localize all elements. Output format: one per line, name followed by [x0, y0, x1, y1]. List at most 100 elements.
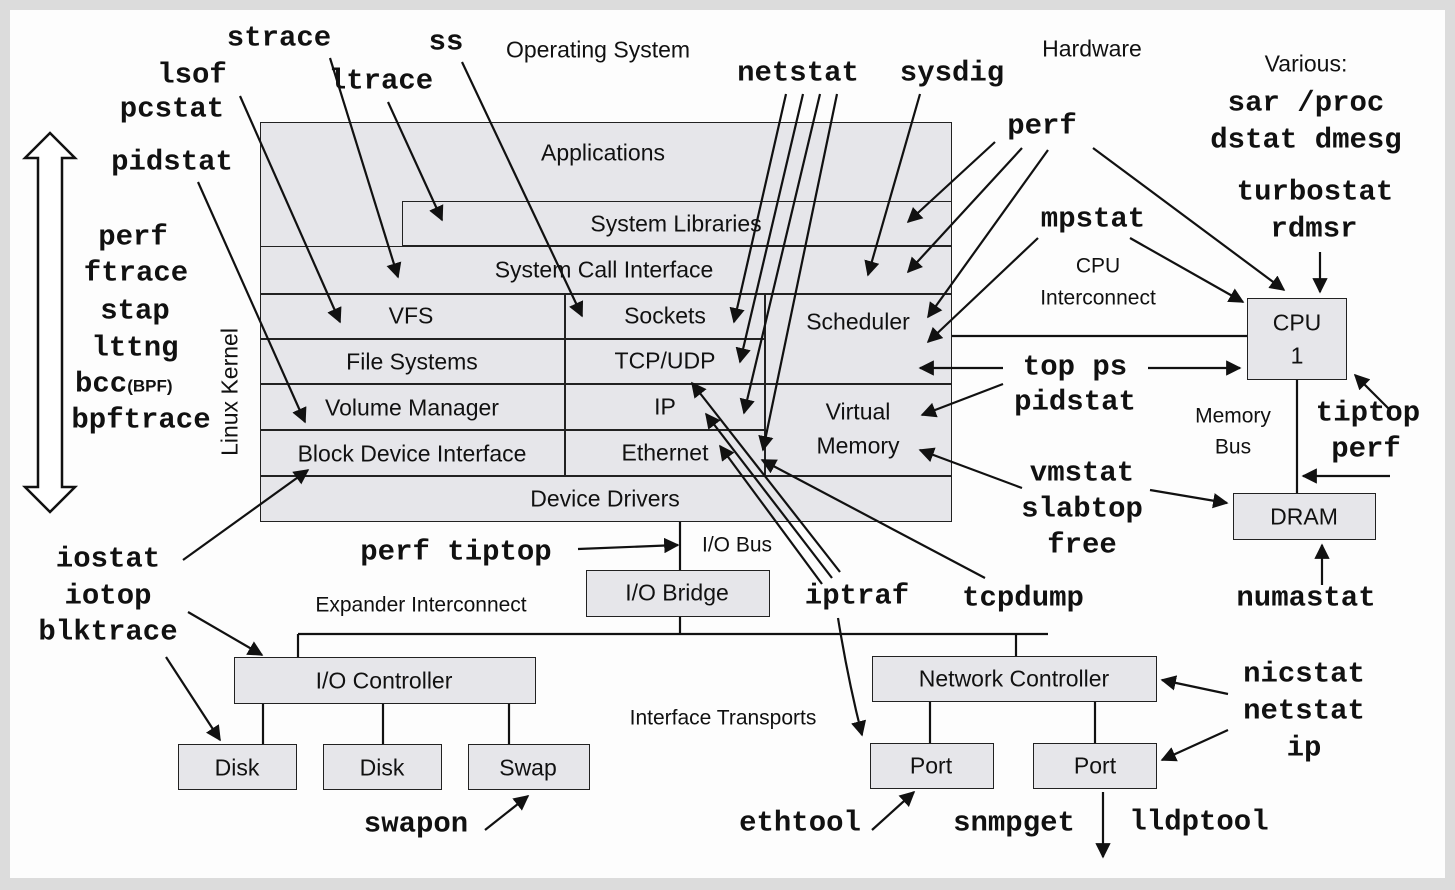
tool-pcstat: pcstat	[119, 92, 225, 126]
tool-perf-right: perf	[1331, 432, 1401, 466]
arrow-lsof-vfs	[238, 95, 342, 324]
arrow-netstat-sockets	[729, 93, 788, 324]
tool-ss: ss	[428, 25, 464, 59]
port-box-2	[1033, 743, 1157, 789]
ethernet-box	[565, 430, 765, 476]
tool-slabtop: slabtop	[1021, 492, 1143, 526]
dram-box	[1233, 493, 1376, 540]
tool-perf-tiptop: perf tiptop	[360, 535, 552, 569]
arrow-perf-cpu	[1092, 147, 1286, 291]
tool-bcc-name: bcc	[75, 367, 128, 401]
tool-ip: ip	[1286, 731, 1322, 765]
os-header: Operating System	[505, 36, 691, 63]
swap-label: Swap	[499, 754, 557, 781]
io-bus-label: I/O Bus	[701, 533, 773, 557]
kernel-span-double-arrow	[21, 131, 79, 514]
tool-ltrace: ltrace	[328, 64, 434, 98]
arrow-netstat-ethernet	[758, 93, 839, 452]
disk-box-1	[178, 744, 297, 790]
system-libraries-label: System Libraries	[590, 210, 762, 237]
device-drivers-label: Device Drivers	[530, 485, 680, 512]
arrow-mpstat-cpu	[1129, 237, 1245, 303]
tool-lldptool: lldptool	[1129, 805, 1269, 839]
file-systems-label: File Systems	[346, 348, 478, 375]
tool-turbostat: turbostat	[1236, 175, 1394, 209]
io-bridge-box	[586, 570, 770, 617]
volume-manager-label: Volume Manager	[325, 394, 499, 421]
arrow-tcpdump-ethernet	[760, 459, 986, 579]
tool-iotop: iotop	[64, 579, 152, 613]
arrow-swapon-swap	[484, 795, 530, 831]
memory-bus-label-2: Bus	[1214, 435, 1252, 459]
tool-sysdig: sysdig	[899, 56, 1005, 90]
arrow-sysdig-syscall	[864, 93, 922, 277]
arrow-ltrace-libraries	[386, 101, 444, 222]
tool-vmstat: vmstat	[1029, 456, 1135, 490]
tool-pidstat-mid: pidstat	[1014, 385, 1136, 419]
arrow-pidstat-vm	[920, 382, 1004, 418]
tool-numastat: numastat	[1236, 581, 1376, 615]
sockets-label: Sockets	[624, 302, 706, 329]
network-controller-label: Network Controller	[918, 665, 1110, 692]
tool-mpstat: mpstat	[1040, 202, 1146, 236]
port-label-2: Port	[1073, 752, 1117, 779]
tool-rdmsr: rdmsr	[1270, 212, 1358, 246]
arrow-netstat-tcpudp	[735, 93, 805, 364]
io-controller-label: I/O Controller	[315, 667, 453, 694]
tool-sar-proc: sar /proc	[1227, 86, 1385, 120]
arrow-iotop-io-controller	[187, 611, 264, 656]
tool-strace: strace	[226, 21, 332, 55]
tool-perf-top: perf	[1007, 109, 1077, 143]
tool-perf-left: perf	[98, 220, 168, 254]
disk-label-2: Disk	[359, 754, 405, 781]
cpu-interconnect-label-2: Interconnect	[1040, 286, 1156, 310]
hardware-header: Hardware	[1042, 35, 1142, 62]
cpu-label-1: CPU	[1272, 309, 1322, 336]
arrow-perf-tiptop-iobus	[577, 537, 680, 554]
io-bridge-label: I/O Bridge	[625, 579, 729, 606]
syscall-label: System Call Interface	[494, 256, 714, 283]
tcp-udp-box	[565, 339, 765, 384]
tool-blktrace: blktrace	[38, 615, 178, 649]
port-label-1: Port	[909, 752, 953, 779]
arrow-netstat-ip	[739, 93, 822, 415]
tool-lsof: lsof	[157, 58, 227, 92]
disk-label-1: Disk	[214, 754, 260, 781]
arrow-nicstat-nc	[1160, 675, 1229, 696]
arrow-vmstat-vm	[918, 447, 1023, 490]
arrow-mpstat-scheduler	[926, 237, 1039, 344]
arrow-vmstat-dram	[1149, 488, 1229, 509]
syscall-interface-box	[260, 246, 952, 294]
arrow-iptraf-ethernet	[719, 444, 823, 585]
memory-bus-label-1: Memory	[1195, 404, 1271, 428]
block-device-interface-box	[260, 430, 565, 476]
applications-label: Applications	[540, 139, 666, 166]
tool-netstat-top: netstat	[737, 56, 859, 90]
network-controller-box	[872, 656, 1157, 702]
io-controller-box	[234, 657, 536, 704]
tool-bcc-bpf: (BPF)	[127, 376, 173, 396]
tool-iptraf: iptraf	[804, 579, 910, 613]
arrow-iptraf-ip	[705, 412, 833, 579]
arrow-perf-syscall	[906, 147, 1023, 274]
tcpudp-label: TCP/UDP	[614, 347, 716, 374]
volume-manager-box	[260, 384, 565, 430]
arrow-iptraf-port	[836, 617, 867, 737]
linux-kernel-label: Linux Kernel	[216, 328, 243, 456]
tool-lttng: lttng	[91, 331, 179, 365]
tool-swapon: swapon	[363, 807, 469, 841]
virtual-memory-label-2: Memory	[816, 432, 900, 459]
tool-ftrace: ftrace	[83, 256, 189, 290]
tool-stap: stap	[100, 294, 170, 328]
system-libraries-box	[402, 201, 952, 246]
tool-dstat-dmesg: dstat dmesg	[1210, 123, 1402, 157]
file-systems-box	[260, 339, 565, 384]
vfs-box	[260, 294, 565, 339]
interface-transports-label: Interface Transports	[629, 706, 817, 730]
cpu-interconnect-label-1: CPU	[1075, 254, 1121, 278]
swap-box	[468, 744, 590, 790]
arrow-ip-port	[1160, 728, 1229, 762]
tool-bpftrace: bpftrace	[71, 403, 211, 437]
disk-box-2	[323, 744, 442, 790]
